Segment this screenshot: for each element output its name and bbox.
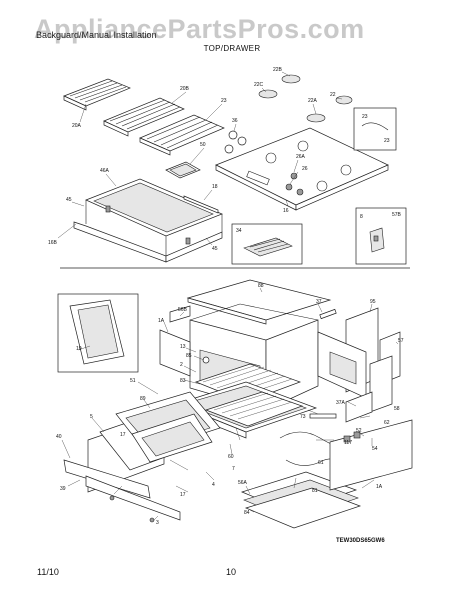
grate-center: [103, 97, 185, 137]
label-117: 117: [344, 440, 352, 446]
label-22b: 22B: [273, 67, 283, 73]
label-26: 26: [302, 166, 308, 172]
label-58: 58: [394, 406, 400, 412]
label-17b: 17: [180, 492, 186, 498]
label-26a: 26A: [296, 154, 306, 160]
door-handle: [63, 459, 151, 499]
label-22: 22: [330, 92, 336, 98]
label-34: 34: [236, 228, 242, 234]
label-18: 18: [212, 184, 218, 190]
label-50: 50: [200, 142, 206, 148]
label-85: 85: [186, 353, 192, 359]
label-52: 52: [356, 428, 362, 434]
grate-right: [139, 114, 225, 156]
valve-36b: [237, 136, 247, 146]
label-45b: 45: [212, 246, 218, 252]
watermark-text: AppliancePartsPros.com: [34, 14, 365, 44]
label-89: 89: [140, 396, 146, 402]
bracket-56b: [169, 305, 191, 323]
label-2: 2: [180, 362, 183, 368]
label-37: 37: [316, 299, 322, 305]
burner-cap-22: [335, 95, 353, 105]
label-54: 54: [372, 446, 378, 452]
side-panel-1a-right: [329, 419, 413, 491]
panel-62: [345, 391, 373, 423]
valve-36a: [228, 130, 238, 140]
label-16: 16: [283, 208, 289, 214]
section-title: TOP/DRAWER: [203, 44, 261, 53]
label-1a: 1A: [158, 318, 165, 324]
label-20b: 20B: [180, 86, 190, 92]
drawer-bottom-84: [244, 487, 362, 529]
label-88: 88: [258, 283, 264, 289]
label-13: 13: [180, 344, 186, 350]
burner-cap-22b: [281, 74, 301, 84]
grate-left: [63, 78, 131, 111]
valve-36c: [224, 144, 234, 154]
label-61: 61: [318, 460, 324, 466]
cooktop-16: [215, 127, 389, 211]
part-37: [319, 308, 337, 320]
strip-73: [309, 413, 337, 419]
label-7: 7: [232, 466, 235, 472]
side-panel-1a: [159, 329, 191, 377]
part-labels: 20A 20B 23 22B 22C 22 22A 36 26A 26 16 2…: [48, 67, 404, 526]
label-40: 40: [56, 434, 62, 440]
label-73: 73: [300, 414, 306, 420]
label-83: 83: [180, 378, 186, 384]
label-16b: 16B: [48, 240, 58, 246]
burner-cap-22a: [306, 113, 326, 123]
rack-2: [204, 391, 304, 427]
burner-head-23: [361, 122, 389, 131]
model-line: Backguard/Manual Installation: [36, 30, 157, 40]
label-37a: 37A: [336, 400, 346, 406]
trim-strip-18: [183, 195, 219, 214]
label-51: 51: [130, 378, 136, 384]
door-panel-39: [85, 475, 181, 521]
inset-box-23: [353, 107, 397, 151]
label-57b: 57B: [392, 212, 402, 218]
label-23r: 23: [362, 114, 368, 120]
label-23a: 23: [221, 98, 227, 104]
label-56b: 56B: [178, 307, 188, 313]
label-5: 5: [90, 414, 93, 420]
label-10: 10: [76, 346, 82, 352]
label-4: 4: [212, 482, 215, 488]
label-45a: 45: [66, 197, 72, 203]
label-22c: 22C: [254, 82, 264, 88]
label-8: 8: [360, 214, 363, 220]
label-57: 57: [398, 338, 404, 344]
footer-page-number: 10: [226, 567, 237, 577]
label-62: 62: [384, 420, 390, 426]
label-39: 39: [60, 486, 66, 492]
leader-lines: [57, 71, 399, 521]
label-20a: 20A: [72, 123, 82, 129]
label-17a: 17: [120, 432, 126, 438]
burner-cap-22c: [258, 89, 278, 99]
part-85: [202, 356, 210, 364]
label-60: 60: [228, 454, 234, 460]
label-3: 3: [156, 520, 159, 526]
diagram-code: TEW30DS65GW6: [336, 538, 385, 544]
label-23b: 23: [384, 138, 390, 144]
label-84: 84: [244, 510, 250, 516]
footer-date: 11/10: [37, 567, 59, 577]
label-56a: 56A: [238, 480, 248, 486]
drawer-frame: [73, 178, 223, 263]
label-46a: 46A: [100, 168, 110, 174]
label-1a-right: 1A: [376, 484, 383, 490]
label-81: 81: [312, 488, 318, 494]
label-22a: 22A: [308, 98, 318, 104]
label-95: 95: [370, 299, 376, 305]
label-36: 36: [232, 118, 238, 124]
panel-58: [369, 355, 393, 413]
